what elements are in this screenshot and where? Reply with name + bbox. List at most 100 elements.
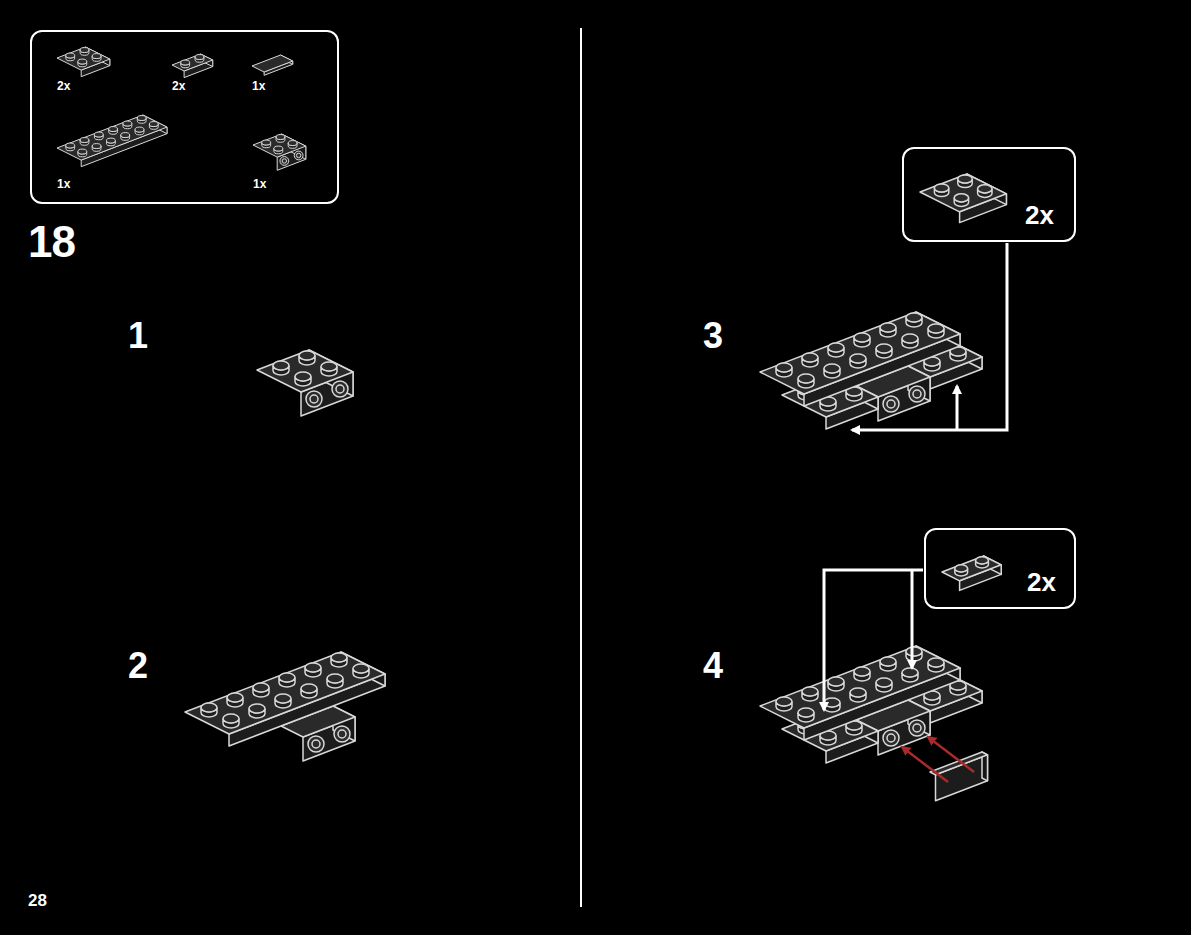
stud <box>295 372 311 381</box>
stud <box>274 146 283 151</box>
stud <box>249 704 265 713</box>
stud <box>123 121 132 126</box>
stud <box>201 703 217 712</box>
attach-arrow <box>902 747 948 782</box>
stud <box>149 122 158 127</box>
stud <box>92 54 101 59</box>
side-stud <box>296 153 300 157</box>
quantity-label: 1x <box>57 178 70 190</box>
brick-outline <box>257 350 353 392</box>
stud <box>824 698 840 707</box>
side-stud <box>883 730 899 746</box>
stud <box>876 678 892 687</box>
side-stud <box>312 740 320 748</box>
stud <box>276 135 285 140</box>
step-number: 18 <box>28 220 75 264</box>
side-stud <box>913 724 921 732</box>
stud <box>181 60 190 65</box>
callout-box: 2x <box>902 147 1076 242</box>
stud <box>776 363 792 372</box>
quantity-label: 1x <box>252 80 265 92</box>
stud <box>906 313 922 322</box>
brick-outline <box>930 752 988 775</box>
stud <box>798 708 814 717</box>
page-divider <box>580 28 582 907</box>
stud <box>195 55 204 60</box>
quantity-label: 2x <box>172 80 185 92</box>
quantity-label: 2x <box>1025 202 1054 228</box>
stud <box>802 353 818 362</box>
stud <box>223 714 239 723</box>
stud <box>954 194 968 202</box>
quantity-label: 1x <box>253 178 266 190</box>
side-stud <box>883 396 899 412</box>
page-number: 28 <box>28 892 47 909</box>
stud <box>802 687 818 696</box>
substep-number: 4 <box>703 648 722 684</box>
attach-arrow <box>928 737 974 772</box>
stud <box>66 143 75 148</box>
stud <box>227 693 243 702</box>
callout-box: 2x <box>924 528 1076 609</box>
stud <box>854 333 870 342</box>
stud <box>828 677 844 686</box>
stud <box>850 688 866 697</box>
side-stud <box>909 386 925 402</box>
stud <box>902 668 918 677</box>
stud <box>78 59 87 64</box>
substep-number: 3 <box>703 318 722 354</box>
stud <box>824 364 840 373</box>
brick-outline <box>172 54 213 71</box>
brick-outline <box>804 668 960 740</box>
stud <box>94 132 103 137</box>
stud <box>327 674 343 683</box>
stud <box>262 140 271 145</box>
brick-outline <box>185 652 385 734</box>
brick-outline <box>229 674 385 746</box>
side-stud <box>336 385 344 393</box>
stud <box>353 664 369 673</box>
leader-line <box>824 570 923 710</box>
quantity-label: 2x <box>1027 569 1056 595</box>
parts-list-box: 2x 2x 1x 1x 1x <box>30 30 339 204</box>
brick-outline <box>760 646 960 728</box>
brick-outline <box>81 127 167 167</box>
stud <box>275 694 291 703</box>
stud <box>299 351 315 360</box>
stud <box>137 116 146 121</box>
brick-outline <box>942 556 1001 581</box>
stud <box>121 133 130 138</box>
side-stud <box>308 736 324 752</box>
stud <box>854 667 870 676</box>
side-stud <box>338 730 346 738</box>
brick-outline <box>57 115 167 160</box>
side-stud <box>310 395 318 403</box>
stud <box>934 184 948 192</box>
stud <box>928 658 944 667</box>
brick-outline <box>920 174 1006 212</box>
stud <box>92 144 101 149</box>
stud <box>976 557 989 564</box>
stud <box>66 53 75 58</box>
side-stud <box>887 734 895 742</box>
substep-number: 2 <box>128 648 147 684</box>
stud <box>135 127 144 132</box>
side-stud <box>913 390 921 398</box>
stud <box>906 647 922 656</box>
side-stud <box>294 151 303 160</box>
side-stud <box>909 720 925 736</box>
stud <box>321 362 337 371</box>
stud <box>880 323 896 332</box>
side-stud <box>334 726 350 742</box>
stud <box>902 334 918 343</box>
substep-number: 1 <box>128 318 147 354</box>
stud <box>80 138 89 143</box>
brick-outline <box>252 55 293 72</box>
stud <box>828 343 844 352</box>
stud <box>876 344 892 353</box>
quantity-label: 2x <box>57 80 70 92</box>
stud <box>955 565 968 572</box>
stud <box>331 653 347 662</box>
stud <box>850 354 866 363</box>
stud <box>273 361 289 370</box>
